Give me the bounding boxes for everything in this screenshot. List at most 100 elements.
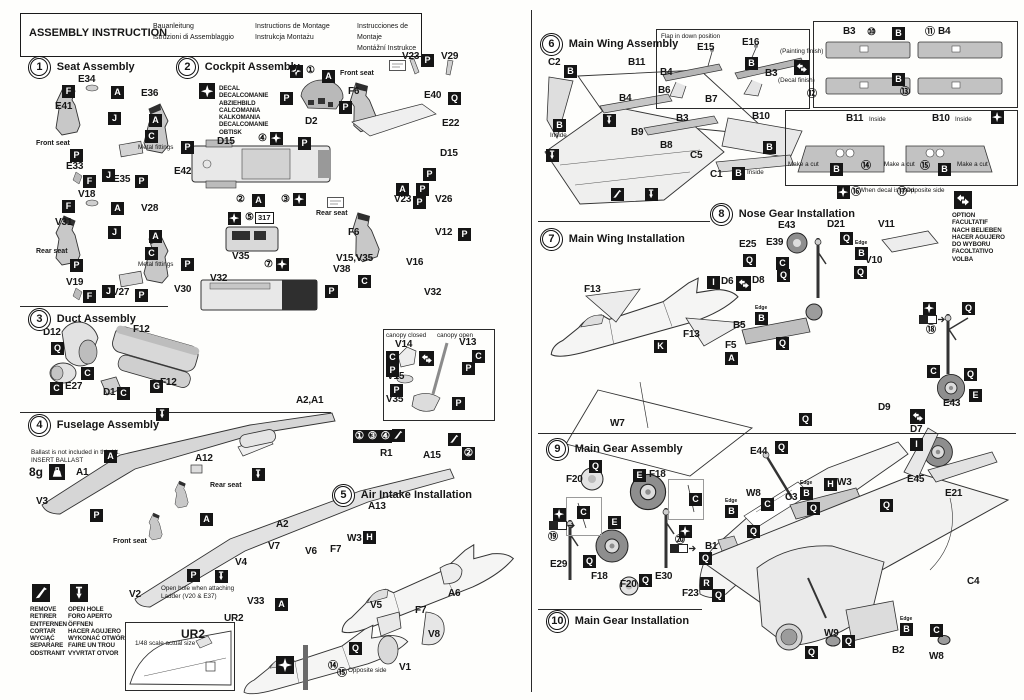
note-text: Flap in down position bbox=[661, 33, 721, 40]
decal-star-icon bbox=[290, 65, 303, 78]
code-chip-Q: Q bbox=[964, 368, 977, 381]
part-label-UR2: UR2 bbox=[224, 613, 244, 624]
decal-number: ⑳ bbox=[675, 535, 685, 546]
decal-star-icon bbox=[679, 525, 692, 538]
note-text: Ladder (V20 & E37) bbox=[161, 593, 217, 600]
open-hole-legend-line: FORO APERTO bbox=[68, 613, 112, 621]
note-text: 1/48 scale actual size bbox=[135, 640, 196, 647]
decal-number: ⑯ bbox=[851, 187, 861, 198]
note-text: Inside bbox=[747, 169, 764, 176]
part-label-E35: E35 bbox=[113, 174, 131, 185]
step-2-title: Cockpit Assembly bbox=[204, 61, 300, 74]
code-chip-Q: Q bbox=[51, 342, 64, 355]
note-text: Make a cut bbox=[884, 161, 915, 168]
code-chip-B: B bbox=[892, 73, 905, 86]
code-chip-Q: Q bbox=[840, 232, 853, 245]
code-chip-R: R bbox=[700, 577, 713, 590]
part-label-B11: B11 bbox=[846, 113, 864, 124]
part-label-A6: A6 bbox=[448, 588, 461, 599]
paint-guide-icon bbox=[670, 544, 696, 554]
code-chip-A: A bbox=[275, 598, 288, 611]
part-label-A15: A15 bbox=[423, 450, 441, 461]
note-text: (Painting finish) bbox=[780, 48, 824, 55]
code-chip-B: B bbox=[763, 141, 776, 154]
open-hole-legend-line: VYVRTAT OTVOR bbox=[68, 649, 119, 657]
code-chip-B: B bbox=[564, 65, 577, 78]
code-chip-C: C bbox=[930, 624, 943, 637]
part-label-E16: E16 bbox=[742, 37, 760, 48]
code-chip-Q: Q bbox=[743, 254, 756, 267]
part-label-B4: B4 bbox=[938, 26, 951, 37]
code-chip-A: A bbox=[322, 70, 335, 83]
code-chip-E: E bbox=[608, 516, 621, 529]
step-8-title: Nose Gear Installation bbox=[738, 208, 855, 221]
step3-duct-drawings bbox=[49, 321, 200, 396]
part-label-C5: C5 bbox=[690, 150, 703, 161]
part-label-E33: E33 bbox=[66, 161, 84, 172]
note-text: Metal fittings bbox=[138, 261, 174, 268]
decal-number: ⑪ bbox=[925, 27, 935, 38]
part-label-E43: E43 bbox=[943, 398, 961, 409]
part-label-E25: E25 bbox=[739, 239, 757, 250]
step-9-title: Main Gear Assembly bbox=[574, 443, 683, 456]
decal-number: ② bbox=[236, 194, 245, 205]
part-label-V29: V29 bbox=[441, 51, 459, 62]
open-hole-drill-icon bbox=[156, 408, 169, 421]
code-chip-J: J bbox=[102, 285, 115, 298]
edge-tag: Edge bbox=[900, 615, 913, 622]
open-hole-legend-line: HACER AGUJERO bbox=[68, 627, 121, 635]
part-label-A1: A1 bbox=[76, 467, 89, 478]
part-label-C3: C3 bbox=[785, 492, 798, 503]
code-chip-P: P bbox=[462, 362, 475, 375]
part-label-A12: A12 bbox=[195, 453, 213, 464]
remove-legend-icon bbox=[32, 584, 50, 602]
code-chip-P: P bbox=[135, 175, 148, 188]
part-label-V35: V35 bbox=[232, 251, 250, 262]
decal-star-icon bbox=[276, 258, 289, 271]
edge-tag: Edge bbox=[800, 479, 813, 486]
part-label-F23: F23 bbox=[682, 588, 699, 599]
step-4-title: Fuselage Assembly bbox=[56, 419, 160, 432]
ur2-box-drawings bbox=[129, 630, 232, 686]
part-label-V6: V6 bbox=[305, 546, 317, 557]
part-label-B8: B8 bbox=[660, 140, 673, 151]
step7-aircraft-drawings bbox=[541, 268, 754, 477]
part-label-D15: D15 bbox=[440, 148, 458, 159]
option-legend-line: FACULTATIF bbox=[952, 219, 988, 227]
code-chip-H: H bbox=[363, 531, 376, 544]
part-label-V31: V31 bbox=[55, 217, 73, 228]
code-chip-J: J bbox=[102, 169, 115, 182]
part-label-W8: W8 bbox=[929, 651, 944, 662]
part-label-B2: B2 bbox=[892, 645, 905, 656]
option-legend-line: OPTION bbox=[952, 212, 976, 219]
part-label-V5: V5 bbox=[370, 600, 382, 611]
decal-legend-line: KALKOMANIA bbox=[219, 114, 261, 122]
option-arrows-icon bbox=[419, 351, 434, 366]
part-label-E40: E40 bbox=[424, 90, 442, 101]
note-text: Opposite side bbox=[348, 667, 387, 674]
part-label-V26: V26 bbox=[435, 194, 453, 205]
remove-legend-line: ENTFERNEN bbox=[30, 620, 67, 628]
part-label-W8: W8 bbox=[746, 488, 761, 499]
part-label-UR2: UR2 bbox=[181, 627, 206, 641]
option-legend-line: DO WYBORU bbox=[952, 241, 991, 249]
part-label-V15,V35: V15,V35 bbox=[336, 253, 373, 264]
code-chip-Q: Q bbox=[962, 302, 975, 315]
part-label-E45: E45 bbox=[907, 474, 925, 485]
divider-rule bbox=[20, 306, 168, 307]
part-label-V1: V1 bbox=[399, 662, 411, 673]
part-label-F18: F18 bbox=[591, 571, 608, 582]
part-label-B7: B7 bbox=[705, 94, 718, 105]
open-hole-legend-line: FAIRE UN TROU bbox=[68, 642, 115, 650]
code-chip-Q: Q bbox=[880, 499, 893, 512]
divider-rule bbox=[538, 221, 710, 222]
divider-rule bbox=[538, 433, 1016, 434]
code-chip-Q: Q bbox=[639, 574, 652, 587]
step4-fuselage-drawings bbox=[41, 412, 455, 608]
part-label-V12: V12 bbox=[435, 227, 453, 238]
step-10-number: 10 bbox=[546, 610, 569, 633]
code-chip-C: C bbox=[776, 257, 789, 270]
